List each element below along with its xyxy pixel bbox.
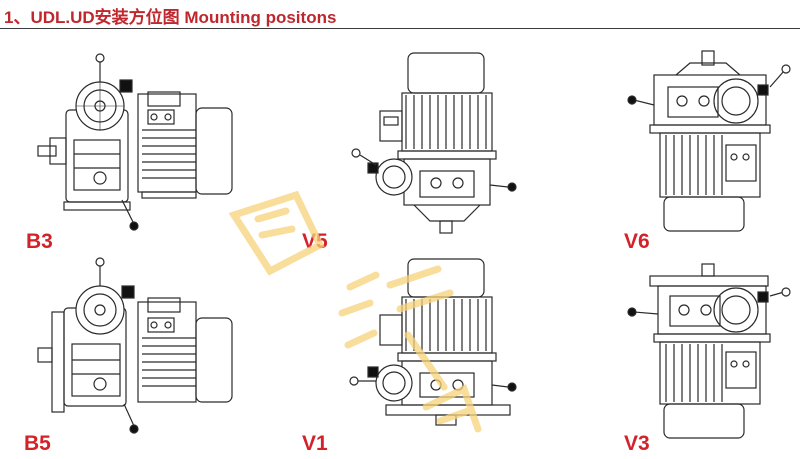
v3-drawing <box>627 263 791 439</box>
position-label-b3: B3 <box>26 230 53 253</box>
b3-drawing <box>37 53 233 231</box>
v6-drawing <box>627 50 791 232</box>
page-header: 1、UDL.UD安装方位图 Mounting positons <box>0 0 800 30</box>
position-label-v3: V3 <box>624 432 650 455</box>
b5-drawing <box>37 257 233 434</box>
diagram-v5 <box>340 45 540 235</box>
position-label-b5: B5 <box>24 432 51 455</box>
position-label-v1: V1 <box>302 432 328 455</box>
header-divider <box>0 28 800 29</box>
diagram-v6 <box>620 45 791 235</box>
diagram-b5 <box>30 252 270 437</box>
diagram-v3 <box>620 262 791 442</box>
position-label-v5: V5 <box>302 230 328 253</box>
position-label-v6: V6 <box>624 230 650 253</box>
page-title: 1、UDL.UD安装方位图 Mounting positons <box>4 8 337 27</box>
v1-drawing <box>349 258 517 426</box>
diagram-v1 <box>340 255 540 435</box>
diagram-b3 <box>30 50 270 235</box>
v5-drawing <box>351 52 517 234</box>
